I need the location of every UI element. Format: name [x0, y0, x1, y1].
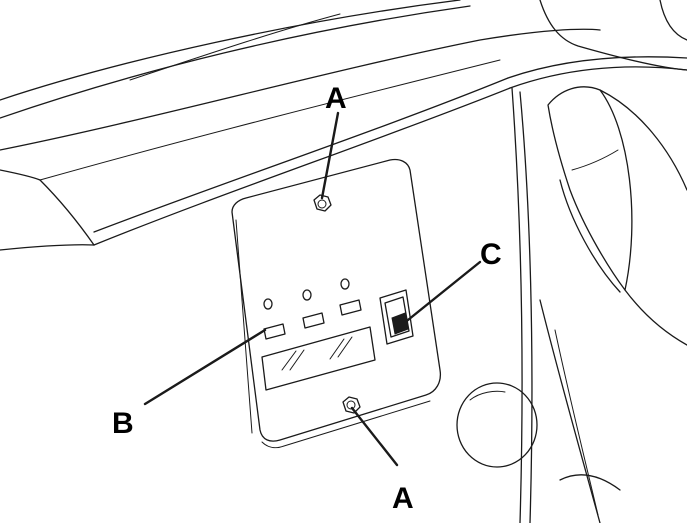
- callout-label-bottom-screw: A: [392, 482, 414, 515]
- leader-switch: [401, 260, 482, 326]
- callout-label-top-screw: A: [325, 82, 347, 115]
- indicator-leds: [263, 278, 350, 310]
- callout-label-switch: C: [480, 238, 502, 271]
- power-switch-icon: [379, 289, 414, 345]
- round-port: [456, 382, 538, 468]
- callout-leaders: [143, 111, 482, 467]
- machine-body-outline: [0, 0, 687, 251]
- control-panel-plate: [231, 158, 442, 449]
- bottom-screw-icon: [342, 396, 361, 414]
- leader-bottom-screw: [350, 406, 399, 467]
- top-screw-icon: [313, 194, 332, 212]
- callout-label-display: B: [112, 407, 134, 440]
- leader-display: [143, 328, 267, 406]
- side-handle-recess: [511, 86, 687, 523]
- status-indicators: [263, 299, 362, 340]
- leader-top-screw: [320, 111, 340, 200]
- display-window: [261, 326, 376, 391]
